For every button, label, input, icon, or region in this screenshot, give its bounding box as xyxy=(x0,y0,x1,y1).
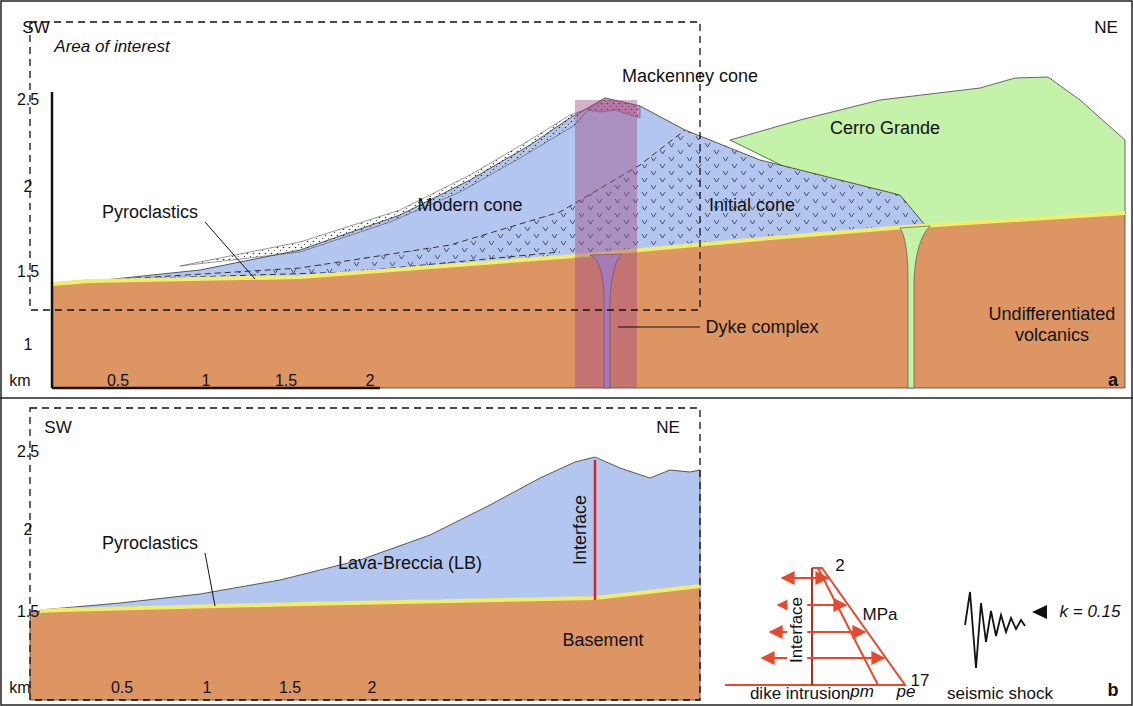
unit-name: Initial cone xyxy=(709,195,795,216)
panel-letter: a xyxy=(1108,370,1118,391)
pressure-symbol: pe xyxy=(897,682,916,702)
axis-tick: 1 xyxy=(203,679,212,697)
unit-name: Pyroclastics xyxy=(102,533,198,554)
axis-tick: 0.5 xyxy=(107,372,129,390)
axis-tick: 1.5 xyxy=(279,679,301,697)
direction: NE xyxy=(1094,18,1118,38)
axis-tick: 0.5 xyxy=(111,679,133,697)
axis-tick: 2.5 xyxy=(17,443,39,461)
load-caption: dike intrusion xyxy=(750,684,850,704)
unit-name: Pyroclastics xyxy=(102,202,198,223)
axis-tick: 2 xyxy=(368,679,377,697)
axis-unit: km xyxy=(9,372,30,390)
axis-tick: 1.5 xyxy=(17,603,39,621)
axis-tick: 1 xyxy=(24,336,33,354)
direction: NE xyxy=(656,418,680,438)
unit-name: Modern cone xyxy=(417,195,522,216)
pressure-unit: MPa xyxy=(863,605,898,625)
axis-tick: 2 xyxy=(24,521,33,539)
axis-tick: 2 xyxy=(24,178,33,196)
pressure-symbol: pm xyxy=(850,682,874,702)
axis-tick: 2.5 xyxy=(17,91,39,109)
axis-tick: 1.5 xyxy=(275,372,297,390)
axis-unit: km xyxy=(9,679,30,697)
panel-letter: b xyxy=(1108,680,1119,701)
seismic-coefficient: k = 0.15 xyxy=(1060,602,1121,622)
direction: SW xyxy=(22,18,49,38)
unit-name: Dyke complex xyxy=(705,317,818,338)
axis-tick: 2 xyxy=(366,372,375,390)
note: Area of interest xyxy=(54,37,169,57)
load-caption: seismic shock xyxy=(947,684,1053,704)
unit-name: Cerro Grande xyxy=(830,118,940,139)
direction: SW xyxy=(44,418,71,438)
unit-name: Basement xyxy=(562,630,643,651)
axis-tick: 1 xyxy=(202,372,211,390)
unit-name: Mackenney cone xyxy=(622,66,758,87)
unit-name: Lava-Breccia (LB) xyxy=(338,553,482,574)
interface-label: Interface xyxy=(787,595,807,665)
unit-name: Undifferentiated volcanics xyxy=(977,304,1127,345)
axis-tick: 1.5 xyxy=(17,263,39,281)
pressure-value: 2 xyxy=(835,556,844,576)
interface-label: Interface xyxy=(570,495,591,565)
